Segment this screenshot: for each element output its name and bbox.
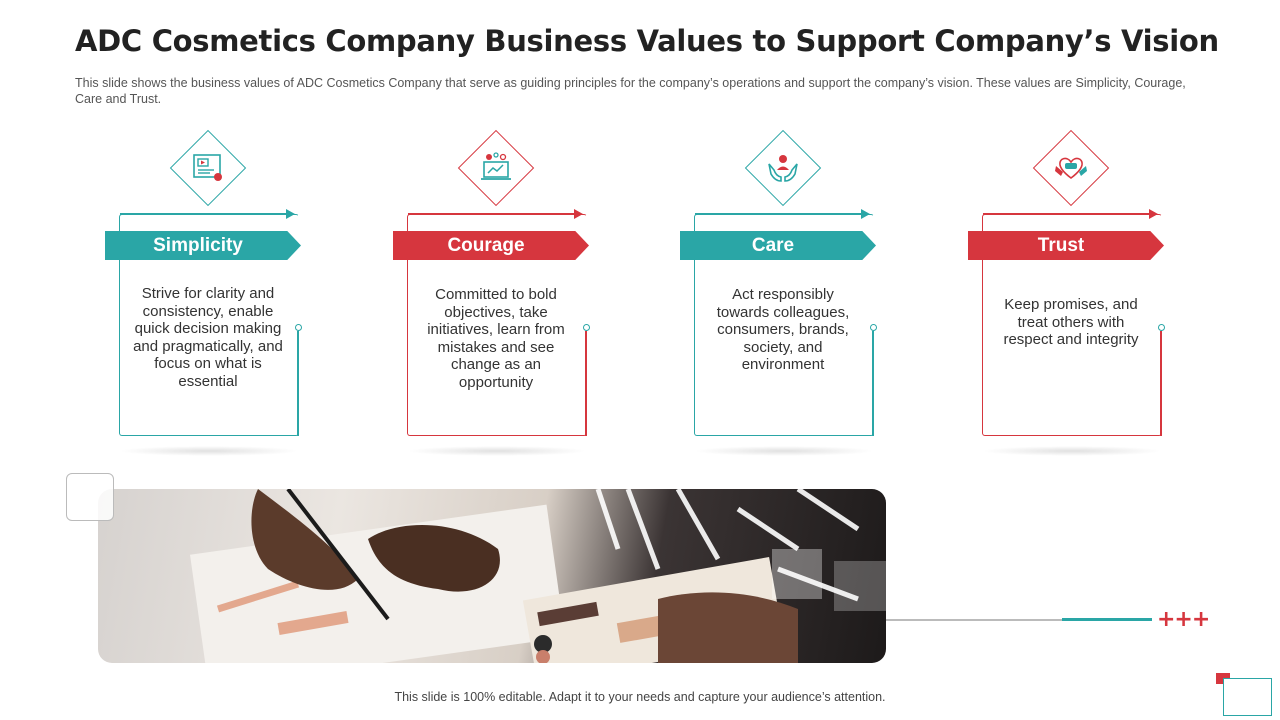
footer-note: This slide is 100% editable. Adapt it to… xyxy=(394,690,886,704)
card-shadow xyxy=(982,446,1162,456)
value-text-care: Act responsibly towards colleagues, cons… xyxy=(716,286,850,374)
presentation-screen-icon xyxy=(186,146,230,190)
card-top-arrow xyxy=(408,213,575,215)
card-top-arrow xyxy=(695,213,862,215)
decorative-plus-signs: +++ xyxy=(1157,607,1210,632)
card-shadow xyxy=(694,446,874,456)
value-banner-courage: Courage xyxy=(393,231,589,260)
card-arrow-head xyxy=(286,209,295,219)
value-banner-simplicity: Simplicity xyxy=(105,231,301,260)
card-connector-dot xyxy=(295,324,302,331)
desk-photo xyxy=(98,489,886,663)
card-side-line xyxy=(585,331,587,436)
card-side-line xyxy=(297,331,299,436)
decorative-line-teal xyxy=(1062,618,1152,621)
value-text-courage: Committed to bold objectives, take initi… xyxy=(427,286,565,391)
card-shadow xyxy=(407,446,587,456)
card-arrow-head xyxy=(574,209,583,219)
slide-subtitle: This slide shows the business values of … xyxy=(75,76,1186,106)
card-arrow-head xyxy=(1149,209,1158,219)
decorative-line-grey xyxy=(886,619,1062,621)
value-banner-trust: Trust xyxy=(968,231,1164,260)
value-banner-care: Care xyxy=(680,231,876,260)
value-text-trust: Keep promises, and treat others with res… xyxy=(1003,296,1139,349)
photo-illustration xyxy=(190,489,886,663)
card-connector-dot xyxy=(583,324,590,331)
decorative-square xyxy=(66,473,114,521)
handshake-heart-icon xyxy=(1049,146,1093,190)
hands-person-icon xyxy=(761,146,805,190)
card-connector-dot xyxy=(1158,324,1165,331)
slide-title: ADC Cosmetics Company Business Values to… xyxy=(75,24,1219,58)
card-connector-dot xyxy=(870,324,877,331)
corner-accent-box xyxy=(1223,678,1272,716)
card-arrow-head xyxy=(861,209,870,219)
laptop-ideas-icon xyxy=(474,146,518,190)
card-top-arrow xyxy=(120,213,287,215)
card-side-line xyxy=(872,331,874,436)
card-shadow xyxy=(119,446,299,456)
card-top-arrow xyxy=(983,213,1150,215)
value-text-simplicity: Strive for clarity and consistency, enab… xyxy=(133,285,283,390)
card-side-line xyxy=(1160,331,1162,436)
